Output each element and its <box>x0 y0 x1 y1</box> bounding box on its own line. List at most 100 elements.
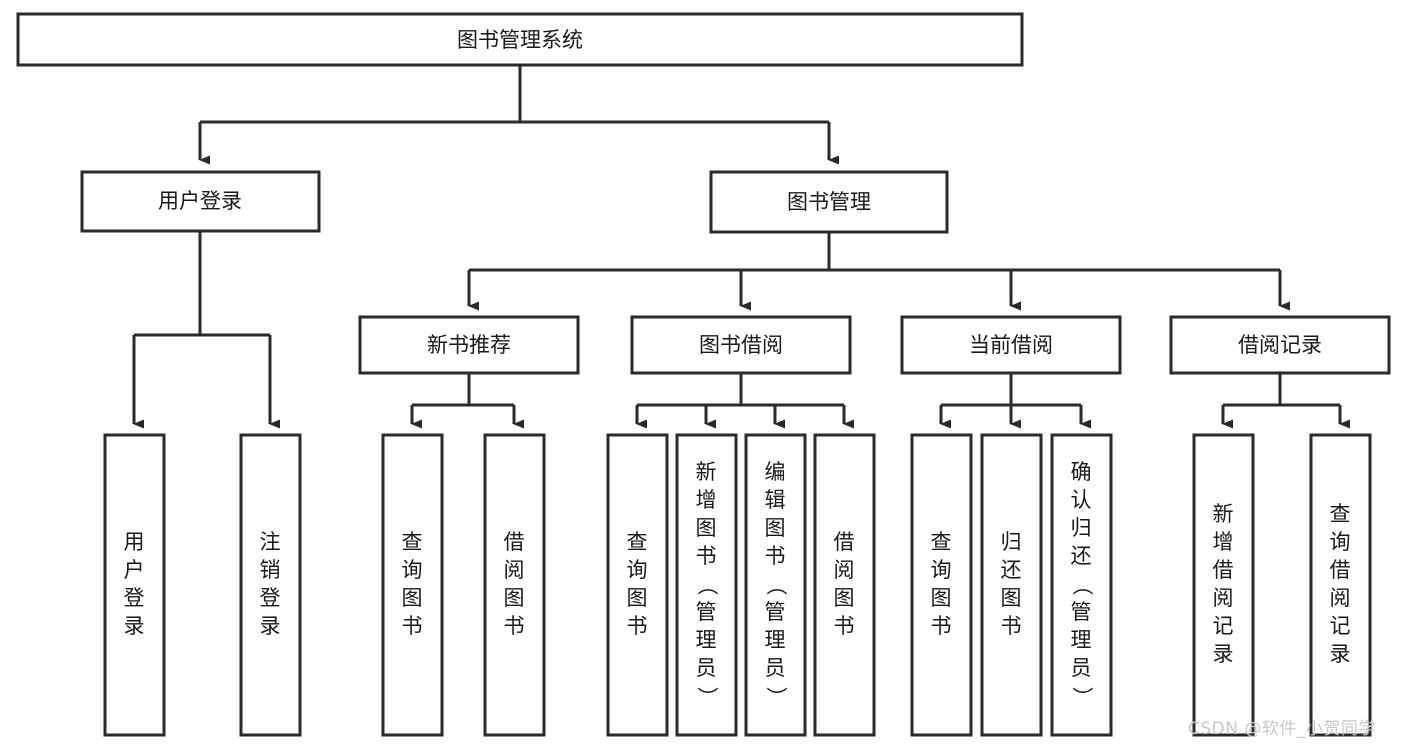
svg-text:记: 记 <box>1330 614 1351 638</box>
svg-text:）: ） <box>1070 687 1094 708</box>
svg-text:登: 登 <box>260 586 281 610</box>
svg-text:增: 增 <box>1213 530 1234 554</box>
svg-text:户: 户 <box>124 558 145 582</box>
svg-text:书: 书 <box>402 614 423 638</box>
leaf-book-borrow-3-box[interactable] <box>813 433 876 737</box>
leaf-user-login-1-box[interactable] <box>239 433 302 737</box>
svg-text:管: 管 <box>765 600 786 624</box>
leaf-current-borrow-0-box[interactable] <box>910 433 973 737</box>
svg-text:借: 借 <box>504 530 525 554</box>
leaf-new-book-1-box[interactable] <box>483 433 546 737</box>
svg-text:销: 销 <box>260 558 281 582</box>
node-book-management[interactable]: 图书管理 <box>709 170 949 234</box>
svg-text:阅: 阅 <box>1330 586 1351 610</box>
svg-text:书: 书 <box>931 614 952 638</box>
leaf-current-borrow-2-box[interactable] <box>1050 433 1113 737</box>
node-new-book-recommend[interactable]: 新书推荐 <box>358 315 580 375</box>
svg-text:新: 新 <box>696 460 717 484</box>
node-new-book-recommend-box[interactable] <box>358 315 580 375</box>
leaf-user-login-0[interactable]: 用户登录 <box>103 433 166 737</box>
svg-text:书: 书 <box>627 614 648 638</box>
svg-text:辑: 辑 <box>765 488 786 512</box>
leaf-borrow-record-1-box[interactable] <box>1309 433 1372 737</box>
svg-text:管: 管 <box>1071 600 1092 624</box>
leaf-borrow-record-0-box[interactable] <box>1192 433 1255 737</box>
node-user-login[interactable]: 用户登录 <box>80 170 321 233</box>
node-current-borrow-label: 当前借阅 <box>969 333 1053 357</box>
svg-text:录: 录 <box>1213 642 1234 666</box>
svg-text:借: 借 <box>1213 558 1234 582</box>
svg-text:还: 还 <box>1001 558 1022 582</box>
svg-text:员: 员 <box>1071 656 1092 680</box>
node-borrow-record[interactable]: 借阅记录 <box>1169 315 1391 375</box>
leaf-book-borrow-0-box[interactable] <box>606 433 669 737</box>
svg-text:询: 询 <box>931 558 952 582</box>
leaf-user-login-0-box[interactable] <box>103 433 166 737</box>
svg-text:录: 录 <box>1330 642 1351 666</box>
node-current-borrow-box[interactable] <box>900 315 1122 375</box>
svg-text:查: 查 <box>627 530 648 554</box>
node-root[interactable]: 图书管理系统 <box>16 12 1024 67</box>
node-book-management-box[interactable] <box>709 170 949 234</box>
node-book-borrow[interactable]: 图书借阅 <box>630 315 852 375</box>
svg-text:书: 书 <box>834 614 855 638</box>
svg-text:借: 借 <box>1330 558 1351 582</box>
svg-text:）: ） <box>695 687 719 708</box>
svg-text:询: 询 <box>1330 530 1351 554</box>
svg-text:图: 图 <box>765 516 786 540</box>
svg-text:记: 记 <box>1213 614 1234 638</box>
svg-text:图: 图 <box>1001 586 1022 610</box>
svg-text:增: 增 <box>696 488 717 512</box>
node-current-borrow[interactable]: 当前借阅 <box>900 315 1122 375</box>
svg-text:书: 书 <box>1001 614 1022 638</box>
svg-text:询: 询 <box>627 558 648 582</box>
csdn-watermark: CSDN @软件_小贺同学 <box>1188 719 1376 739</box>
svg-text:（: （ <box>764 575 788 596</box>
svg-text:阅: 阅 <box>504 558 525 582</box>
svg-text:归: 归 <box>1071 516 1092 540</box>
svg-text:（: （ <box>695 575 719 596</box>
svg-text:图: 图 <box>402 586 423 610</box>
svg-text:）: ） <box>764 687 788 708</box>
svg-text:借: 借 <box>834 530 855 554</box>
svg-text:管: 管 <box>696 600 717 624</box>
leaf-current-borrow-1-box[interactable] <box>980 433 1043 737</box>
svg-text:阅: 阅 <box>834 558 855 582</box>
leaf-book-borrow-2-box[interactable] <box>744 433 807 737</box>
svg-text:查: 查 <box>931 530 952 554</box>
svg-text:归: 归 <box>1001 530 1022 554</box>
svg-text:注: 注 <box>260 530 281 554</box>
svg-text:图: 图 <box>504 586 525 610</box>
svg-text:员: 员 <box>696 656 717 680</box>
svg-text:录: 录 <box>124 614 145 638</box>
svg-text:图: 图 <box>696 516 717 540</box>
svg-text:阅: 阅 <box>1213 586 1234 610</box>
node-borrow-record-label: 借阅记录 <box>1238 333 1322 357</box>
svg-text:理: 理 <box>696 628 717 652</box>
svg-text:（: （ <box>1070 575 1094 596</box>
node-borrow-record-box[interactable] <box>1169 315 1391 375</box>
node-root-box[interactable] <box>16 12 1024 67</box>
svg-text:用: 用 <box>124 530 145 554</box>
svg-text:理: 理 <box>1071 628 1092 652</box>
leaf-new-book-0-box[interactable] <box>381 433 444 737</box>
leaf-book-borrow-1-box[interactable] <box>675 433 738 737</box>
svg-text:查: 查 <box>1330 502 1351 526</box>
svg-text:查: 查 <box>402 530 423 554</box>
node-book-borrow-label: 图书借阅 <box>699 333 783 357</box>
node-user-login-box[interactable] <box>80 170 321 233</box>
node-book-borrow-box[interactable] <box>630 315 852 375</box>
